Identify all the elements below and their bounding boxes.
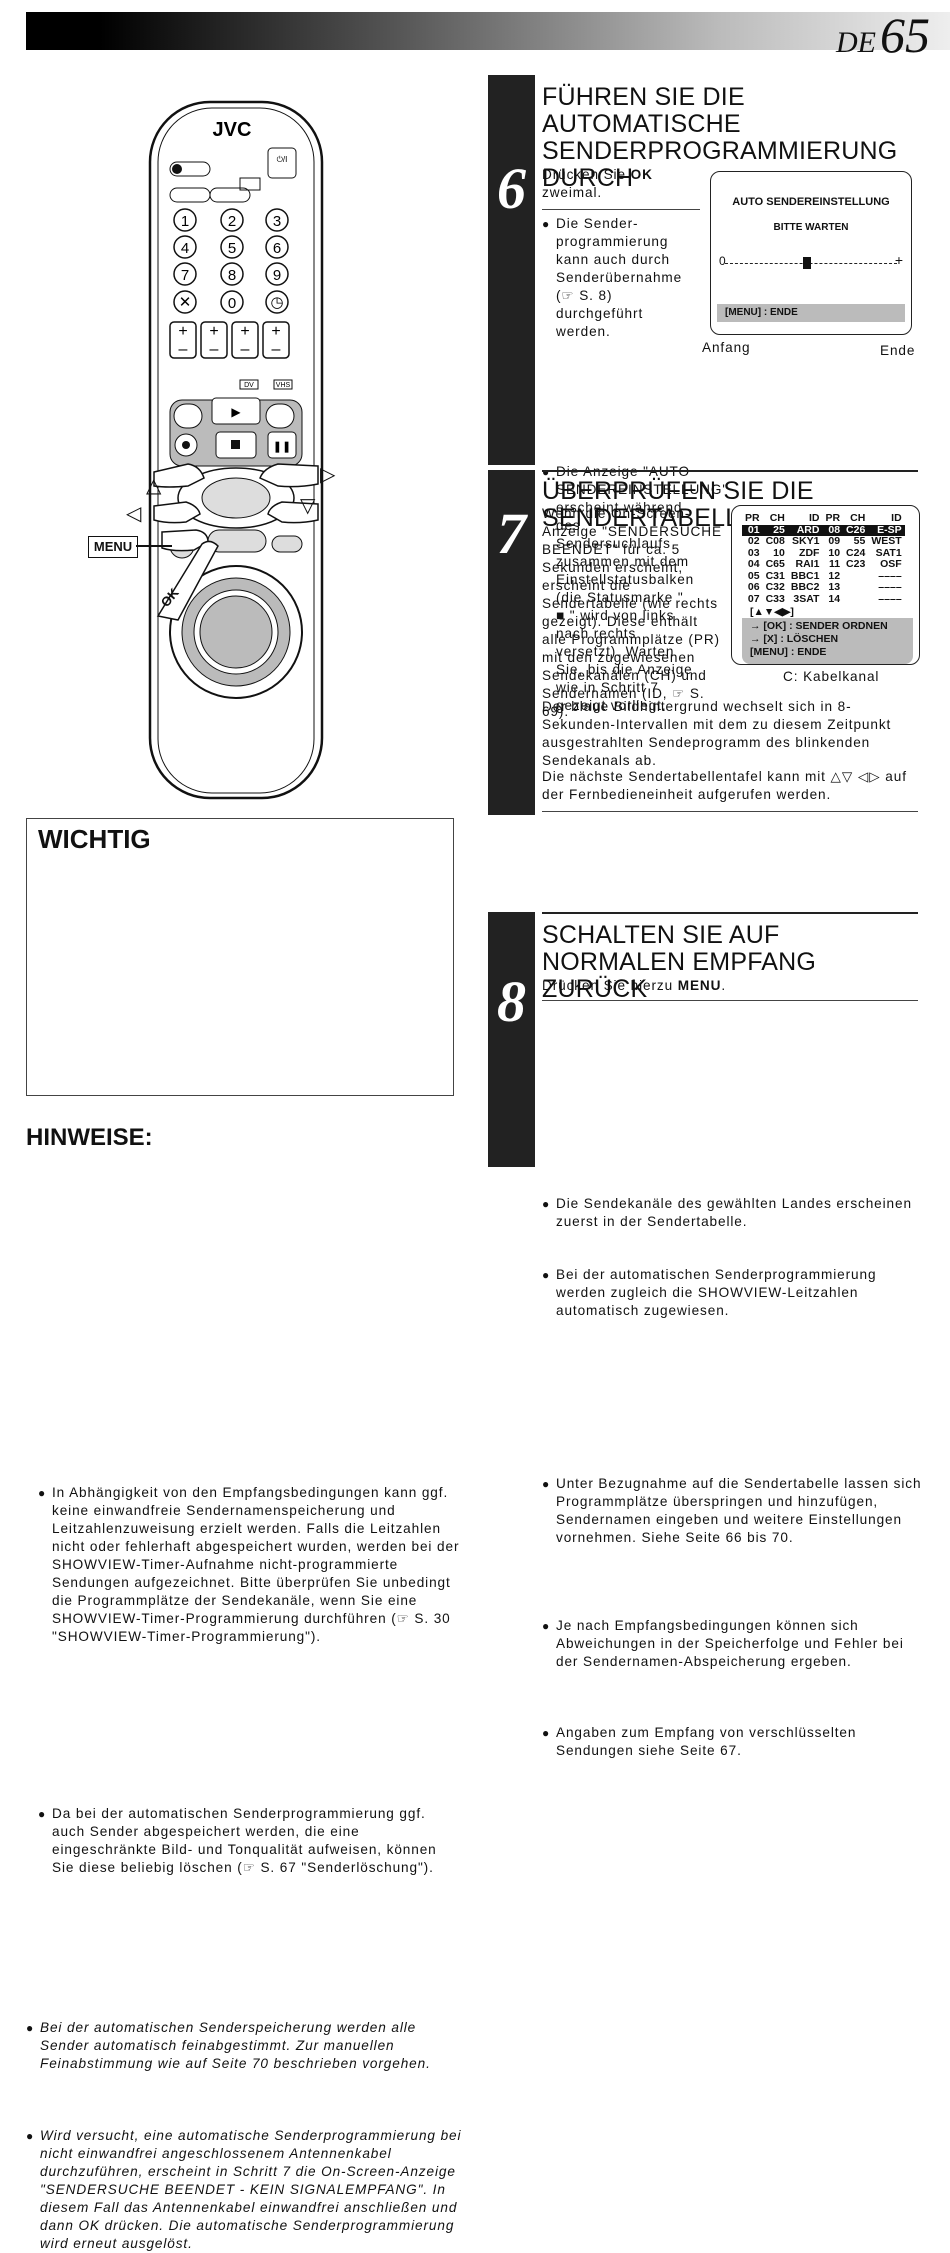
svg-text:2: 2 [228, 213, 236, 230]
step-6-divider [542, 209, 700, 210]
svg-text:+: + [271, 323, 280, 340]
table-nav: [▲▼◀▶] [750, 606, 794, 618]
menu-callout: MENU [88, 536, 138, 558]
osd-auto-sendereinstellung: AUTO SENDEREINSTELLUNG BITTE WARTEN 0 + … [710, 171, 912, 335]
brand-logo: JVC [213, 119, 252, 141]
step-6-bullet-1: Die Sender-programmierung kann auch durc… [542, 215, 696, 341]
svg-text:5: 5 [228, 240, 236, 257]
step-7-top-rule [542, 470, 918, 472]
status-marker [803, 257, 811, 269]
header-bar [26, 12, 950, 50]
svg-text:–: – [272, 341, 281, 358]
svg-text:+: + [240, 323, 249, 340]
step-8-sidebar [488, 912, 535, 1167]
step-6-sidebar [488, 75, 535, 465]
svg-text:9: 9 [273, 267, 281, 284]
table-line-2: → [X] : LÖSCHEN [750, 633, 839, 645]
step-8-heading: SCHALTEN SIE AUF NORMALEN EMPFANG ZURÜCK [542, 921, 817, 1003]
osd-footer: [MENU] : ENDE [717, 304, 905, 322]
step-7-sidebar [488, 470, 535, 815]
step-7-number: 7 [497, 501, 526, 566]
svg-text:VHS: VHS [276, 382, 291, 389]
status-bar [725, 263, 897, 264]
svg-text:⏻/I: ⏻/I [277, 155, 288, 164]
svg-text:–: – [179, 341, 188, 358]
svg-text:4: 4 [181, 240, 189, 257]
remote-control-illustration: JVC ⏻/I 1 2 3 4 5 6 7 8 9 ✕ 0 ◷ +– +– +–… [148, 100, 324, 800]
step-7-bullet-2: Bei der automatischen Senderprogrammieru… [542, 1266, 926, 1320]
language-label: DE [836, 26, 876, 59]
wichtig-title: WICHTIG [38, 824, 151, 854]
step-7-heading: ÜBERPRÜFEN SIE DIE SENDERTABELLE [542, 477, 814, 532]
svg-text:3: 3 [273, 213, 281, 230]
svg-text:❚❚: ❚❚ [273, 441, 291, 453]
step-8-bullet-3: Angaben zum Empfang von verschlüsselten … [542, 1724, 926, 1760]
menu-callout-line [136, 545, 172, 547]
wichtig-box [26, 818, 454, 1096]
svg-text:DV: DV [244, 382, 254, 389]
step-7-text-3: Die nächste Sendertabellentafel kann mit… [542, 769, 907, 802]
label-ende: Ende [880, 343, 916, 358]
step-7-text-2: Der blaue Bildhintergrund wechselt sich … [542, 699, 892, 768]
step-6-number: 6 [497, 156, 526, 221]
step-8-bullet-2: Je nach Empfangsbedingungen können sich … [542, 1617, 926, 1671]
svg-text:+: + [178, 323, 187, 340]
svg-text:6: 6 [273, 240, 281, 257]
hinweise-bullet-1: Bei der automatischen Senderspeicherung … [26, 2019, 468, 2073]
hinweise-title: HINWEISE: [26, 1124, 153, 1151]
status-bar-start: 0 [719, 254, 726, 268]
wichtig-bullet-1: In Abhängigkeit von den Empfangsbedingun… [38, 1484, 460, 1646]
step-6-bullet-2: Die Anzeige "AUTO SENDEREINSTELLUNG" ers… [542, 463, 926, 715]
svg-text:7: 7 [181, 267, 189, 284]
step-7-divider [542, 811, 918, 812]
hinweise-bullet-2: Wird versucht, eine automatische Senderp… [26, 2127, 468, 2253]
page-number-value: 65 [880, 7, 930, 63]
table-line-1: → [OK] : SENDER ORDNEN [750, 620, 888, 632]
step-8-number: 8 [497, 969, 526, 1034]
status-bar-end: + [894, 252, 903, 268]
step-8-top-rule [542, 912, 918, 914]
svg-text:8: 8 [228, 267, 236, 284]
step-7-text: Wenn die On-Screen-Anzeige "SENDERSUCHE … [542, 506, 722, 719]
label-anfang: Anfang [702, 340, 751, 355]
table-caption: C: Kabelkanal [783, 669, 880, 684]
step-8-bullet-1: Unter Bezugnahme auf die Sendertabelle l… [542, 1475, 926, 1547]
step-8-divider [542, 1000, 918, 1001]
svg-text:1: 1 [181, 213, 189, 230]
arrow-down-icon: ▽ [300, 495, 316, 517]
step-6-heading: FÜHREN SIE DIE AUTOMATISCHE SENDERPROGRA… [542, 83, 898, 192]
svg-text:✕: ✕ [179, 294, 192, 311]
page-number: DE65 [836, 6, 930, 64]
arrow-left-icon: ◁ [126, 503, 142, 525]
svg-text:0: 0 [228, 295, 236, 312]
svg-text:+: + [209, 323, 218, 340]
svg-text:▶: ▶ [231, 405, 241, 419]
svg-text:–: – [210, 341, 219, 358]
step-8-instruction: Drücken Sie hierzu MENU. [542, 978, 727, 993]
osd-title: AUTO SENDEREINSTELLUNG [732, 196, 890, 208]
table-line-3: [MENU] : ENDE [750, 646, 827, 658]
wichtig-bullet-2: Da bei der automatischen Senderprogrammi… [38, 1805, 460, 1877]
svg-text:–: – [241, 341, 250, 358]
svg-text:◷: ◷ [270, 294, 283, 311]
arrow-right-icon: ▷ [320, 464, 336, 486]
arrow-up-icon: △ [146, 475, 162, 497]
osd-subtitle: BITTE WARTEN [773, 222, 849, 233]
step-7-bullet-1: Die Sendekanäle des gewählten Landes ers… [542, 1195, 926, 1231]
